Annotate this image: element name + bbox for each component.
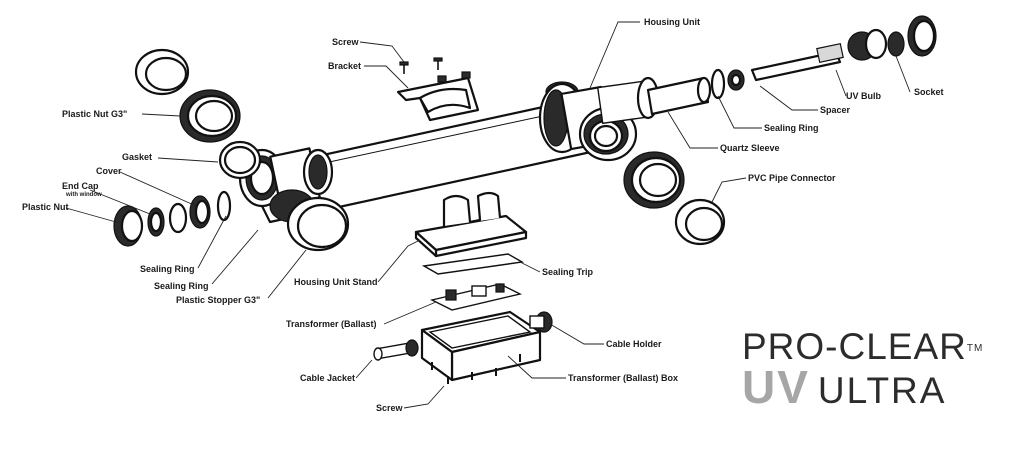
label-gasket: Gasket: [122, 152, 152, 162]
logo-trademark: TM: [966, 343, 984, 354]
cable-holder: [529, 311, 553, 333]
label-housing-unit: Housing Unit: [644, 17, 700, 27]
plastic-nut-g3: [179, 89, 241, 143]
sealing-ring-right: [710, 68, 726, 100]
bracket: [396, 71, 480, 122]
label-sealing-ring-1: Sealing Ring: [140, 264, 195, 274]
logo-line-1: PRO-CLEARTM: [742, 328, 1012, 366]
housing-left-junction: [238, 147, 334, 208]
plastic-stopper: [269, 189, 350, 252]
transformer-board: [429, 283, 523, 311]
box-screws: [431, 354, 521, 384]
label-screw-bottom: Screw: [376, 403, 404, 413]
end-cap-assembly: [113, 190, 232, 247]
top-left-ring: [134, 48, 190, 96]
label-plastic-nut-g3: Plastic Nut G3": [62, 109, 127, 119]
gasket: [218, 140, 262, 180]
label-uv-bulb: UV Bulb: [846, 91, 882, 101]
label-bracket: Bracket: [328, 61, 361, 71]
label-sealing-ring-3: Sealing Ring: [764, 123, 819, 133]
pvc-pipe-connector: [674, 198, 726, 246]
bracket-screws: [399, 57, 443, 74]
housing-right-junction: [538, 81, 638, 162]
label-cable-jacket: Cable Jacket: [300, 373, 355, 383]
label-transformer-box: Transformer (Ballast) Box: [568, 373, 678, 383]
transformer-box: [420, 310, 542, 382]
label-quartz-sleeve: Quartz Sleeve: [720, 143, 780, 153]
cable-jacket: [373, 339, 419, 361]
label-plastic-nut: Plastic Nut: [22, 202, 69, 212]
quartz-sleeve: [646, 76, 712, 116]
label-socket: Socket: [914, 87, 944, 97]
label-sealing-ring-2: Sealing Ring: [154, 281, 209, 291]
spacer: [727, 69, 745, 91]
logo-ultra: ULTRA: [817, 370, 947, 411]
label-housing-unit-stand: Housing Unit Stand: [294, 277, 378, 287]
socket: [847, 15, 937, 61]
label-transformer: Transformer (Ballast): [286, 319, 377, 329]
label-cable-holder: Cable Holder: [606, 339, 662, 349]
callout-labels: Screw Bracket Housing Unit Plastic Nut G…: [22, 17, 944, 413]
housing-unit-stand: [414, 191, 528, 258]
leader-lines: [65, 21, 911, 409]
label-screw-top: Screw: [332, 37, 360, 47]
logo-pro-clear: PRO-CLEAR: [742, 326, 967, 367]
sealing-trip: [421, 253, 525, 275]
label-sealing-trip: Sealing Trip: [542, 267, 594, 277]
logo-uv: UV: [742, 361, 810, 413]
uv-bulb: [750, 42, 844, 82]
pvc-nut-right: [623, 151, 685, 209]
label-end-cap-sub: with window: [65, 192, 102, 198]
label-spacer: Spacer: [820, 105, 851, 115]
label-cover: Cover: [96, 166, 122, 176]
label-end-cap: End Cap: [62, 181, 99, 191]
label-plastic-stopper: Plastic Stopper G3": [176, 295, 260, 305]
label-pvc-pipe-connector: PVC Pipe Connector: [748, 173, 836, 183]
